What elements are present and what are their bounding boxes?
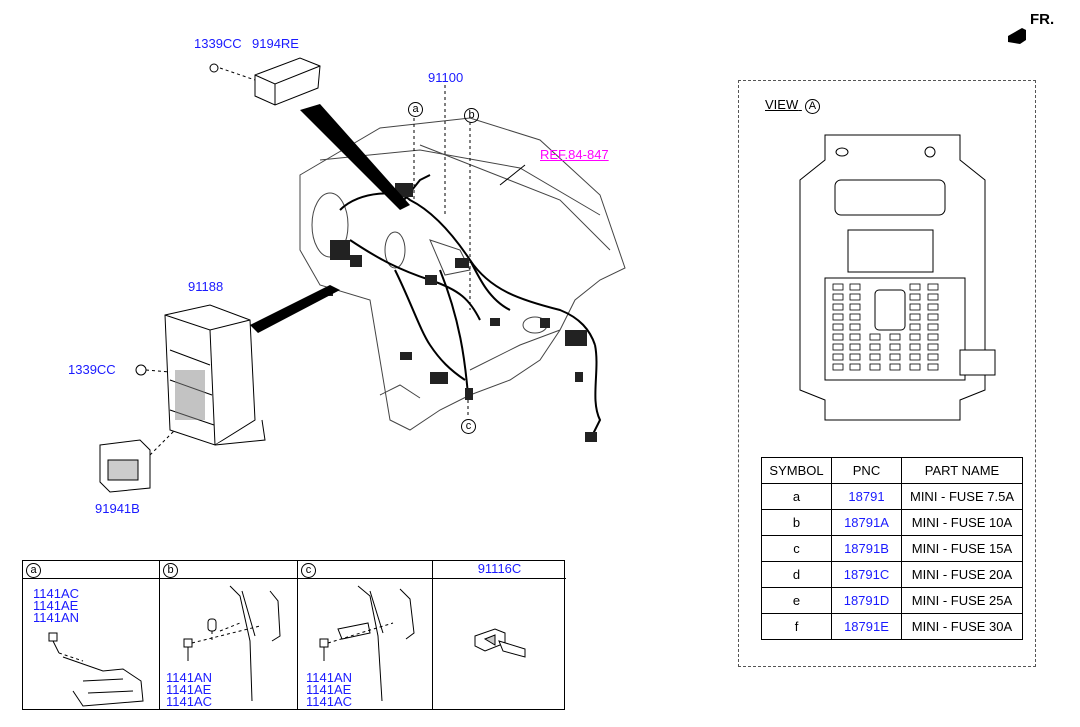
part-label[interactable]: 1141AC — [166, 694, 213, 709]
callout-cell-a: a 1141AC 1141AE 1141AN — [23, 561, 159, 709]
callout-cell-d-head: 91116C — [433, 561, 566, 579]
front-arrow-icon — [1008, 28, 1026, 44]
part-1339cc-top[interactable]: 1339CC — [194, 36, 242, 51]
callout-cell-b: b 1141AN 1141AE 1141AC — [159, 561, 298, 709]
part-91941b[interactable]: 91941B — [95, 501, 140, 516]
part-label[interactable]: 1141AN — [166, 670, 213, 685]
symbol-cell: c — [761, 535, 832, 562]
callout-cell-a-head: a — [23, 561, 159, 579]
part-1339cc-left[interactable]: 1339CC — [68, 362, 116, 377]
bolt-1339cc — [135, 364, 147, 376]
symbol-cell: b — [761, 509, 832, 536]
part-label[interactable]: 1141AC — [33, 586, 80, 601]
part-label[interactable]: 1141AN — [306, 670, 353, 685]
module-9194re — [209, 57, 321, 106]
pointer-to-dash — [300, 104, 410, 210]
col-pnc: PNC — [831, 457, 902, 484]
relay-91941b — [99, 439, 151, 493]
bolt-b-illustration — [183, 585, 281, 702]
part-label[interactable]: 1141AC — [306, 694, 353, 709]
part-name-cell: MINI - FUSE 25A — [901, 587, 1023, 614]
callout-marker-b: b — [461, 107, 482, 124]
dashboard-outline — [299, 117, 626, 431]
part-name-cell: MINI - FUSE 10A — [901, 509, 1023, 536]
bolt-a-illustration — [48, 632, 144, 707]
view-a-fuse-box — [799, 134, 996, 421]
fuse-grid-91188 — [175, 370, 205, 420]
view-title: VIEW A — [765, 98, 823, 115]
pnc-cell[interactable]: 18791C — [831, 561, 902, 588]
part-9194re[interactable]: 9194RE — [252, 36, 299, 51]
symbol-cell: f — [761, 613, 832, 640]
callout-cell-d: 91116C — [432, 561, 566, 709]
view-marker: A — [804, 99, 820, 114]
col-part-name: PART NAME — [901, 457, 1023, 484]
callout-cell-b-head: b — [160, 561, 298, 579]
symbol-cell: e — [761, 587, 832, 614]
pointer-to-junction — [250, 285, 340, 333]
callout-marker-a: a — [405, 101, 426, 118]
symbol-cell: a — [761, 483, 832, 510]
part-name-cell: MINI - FUSE 30A — [901, 613, 1023, 640]
fuse-table-header: SYMBOL PNC PART NAME — [761, 457, 1023, 484]
part-name-cell: MINI - FUSE 15A — [901, 535, 1023, 562]
front-label: FR. — [1030, 11, 1055, 28]
callout-cell-c-head: c — [298, 561, 433, 579]
part-label[interactable]: 1141AN — [33, 610, 80, 625]
bolt-c-illustration — [319, 585, 415, 702]
pnc-cell[interactable]: 18791 — [831, 483, 902, 510]
part-label[interactable]: 1141AE — [166, 682, 212, 697]
callout-cell-c: c 1141AN 1141AE 1141AC — [297, 561, 433, 709]
pnc-cell[interactable]: 18791D — [831, 587, 902, 614]
part-91116c[interactable]: 91116C — [477, 561, 522, 576]
col-symbol: SYMBOL — [761, 457, 832, 484]
part-label[interactable]: 1141AE — [33, 598, 79, 613]
pnc-cell[interactable]: 18791E — [831, 613, 902, 640]
view-a-fuse-slots — [832, 283, 939, 371]
part-91188[interactable]: 91188 — [188, 279, 224, 294]
callout-marker-c: c — [458, 418, 479, 435]
pnc-cell[interactable]: 18791B — [831, 535, 902, 562]
part-91100[interactable]: 91100 — [428, 70, 464, 85]
part-name-cell: MINI - FUSE 7.5A — [901, 483, 1023, 510]
part-name-cell: MINI - FUSE 20A — [901, 561, 1023, 588]
clip-91116c-illustration — [474, 628, 526, 658]
callout-panel: a 1141AC 1141AE 1141AN b — [22, 560, 566, 710]
symbol-cell: d — [761, 561, 832, 588]
pnc-cell[interactable]: 18791A — [831, 509, 902, 536]
view-a-panel — [738, 80, 1036, 667]
part-label[interactable]: 1141AE — [306, 682, 352, 697]
harness-connectors — [325, 183, 597, 442]
ref-link[interactable]: REF.84-847 — [540, 147, 609, 162]
